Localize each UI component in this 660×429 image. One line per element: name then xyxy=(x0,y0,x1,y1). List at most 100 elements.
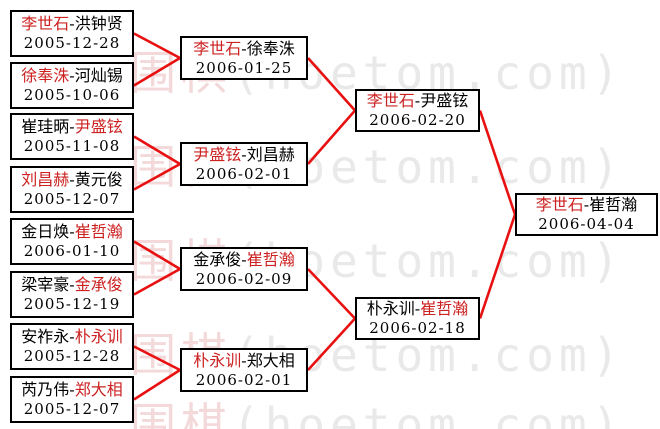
bracket-connector-line xyxy=(307,268,356,320)
player-name-winner: 朴永训 xyxy=(74,327,123,346)
match-date: 2005-12-19 xyxy=(23,295,121,313)
player-name-winner: 朴永训 xyxy=(193,350,242,370)
bracket-connector-line xyxy=(478,110,517,215)
match-players: 李世石-徐奉洙 xyxy=(193,39,294,59)
player-name: 崔珪昞 xyxy=(21,117,70,136)
separator-dash: - xyxy=(414,91,421,110)
player-name: 徐奉洙 xyxy=(246,38,295,58)
bracket-connector-line xyxy=(133,135,181,166)
match-players: 崔珪昞-尹盛铉 xyxy=(21,117,122,137)
watermark-latin-text: (hoetom.com) xyxy=(232,398,625,429)
match-date: 2006-02-20 xyxy=(369,111,466,129)
match-players: 朴永训-崔哲瀚 xyxy=(367,299,468,319)
player-name-winner: 尹盛铉 xyxy=(193,144,242,164)
match-date: 2006-01-10 xyxy=(23,242,121,260)
player-name-winner: 徐奉洙 xyxy=(21,66,70,85)
player-name: 崔哲瀚 xyxy=(589,195,638,214)
player-name: 郑大相 xyxy=(246,350,295,370)
player-name-winner: 金承俊 xyxy=(74,275,123,294)
player-name: 洪钟贤 xyxy=(74,14,123,33)
match-date: 2005-12-07 xyxy=(23,190,121,208)
player-name-winner: 崔哲瀚 xyxy=(74,222,123,241)
match-players: 刘昌赫-黄元俊 xyxy=(21,170,122,190)
player-name-winner: 刘昌赫 xyxy=(21,170,70,189)
bracket-connector-line xyxy=(133,56,181,87)
match-date: 2006-02-01 xyxy=(195,370,293,389)
match-players: 芮乃伟-郑大相 xyxy=(21,380,122,400)
bracket-connector-line xyxy=(133,267,181,296)
match-players: 朴永训-郑大相 xyxy=(193,351,294,371)
match-players: 安祚永-朴永训 xyxy=(21,327,122,347)
player-name: 朴永训 xyxy=(366,299,415,318)
player-name-winner: 崔哲瀚 xyxy=(246,249,295,269)
bracket-connector-line xyxy=(307,57,356,112)
separator-dash: - xyxy=(69,170,75,189)
match-date: 2005-10-06 xyxy=(23,86,121,104)
match-players: 李世石-尹盛铉 xyxy=(367,91,468,111)
match-date: 2006-02-09 xyxy=(195,269,293,288)
player-name-winner: 郑大相 xyxy=(74,380,123,399)
separator-dash: - xyxy=(583,195,590,214)
player-name-winner: 崔哲瀚 xyxy=(420,299,469,318)
bracket-connector-line xyxy=(133,32,181,60)
bracket-connector-line xyxy=(478,214,517,319)
separator-dash: - xyxy=(69,380,75,399)
match-date: 2006-01-25 xyxy=(195,58,293,77)
separator-dash: - xyxy=(414,299,421,318)
separator-dash: - xyxy=(241,249,247,269)
match-players: 李世石-洪钟贤 xyxy=(21,14,122,34)
separator-dash: - xyxy=(69,327,75,346)
player-name: 安祚永 xyxy=(21,327,70,346)
separator-dash: - xyxy=(241,38,247,58)
player-name: 金承俊 xyxy=(193,249,242,269)
player-name-winner: 李世石 xyxy=(535,195,584,214)
player-name: 金日焕 xyxy=(21,222,70,241)
match-date: 2005-12-28 xyxy=(23,347,121,365)
match-date: 2006-04-04 xyxy=(538,215,635,233)
bracket-connector-line xyxy=(133,345,181,372)
match-players: 尹盛铉-刘昌赫 xyxy=(193,145,294,165)
bracket-connector-line xyxy=(133,240,181,271)
player-name-winner: 李世石 xyxy=(366,91,415,110)
player-name: 河灿锡 xyxy=(74,66,123,85)
player-name: 刘昌赫 xyxy=(246,144,295,164)
separator-dash: - xyxy=(241,350,247,370)
watermark-row: 围棋(hoetom.com) xyxy=(130,402,624,429)
bracket-connector-line xyxy=(307,109,356,165)
player-name-winner: 李世石 xyxy=(193,38,242,58)
match-date: 2005-12-07 xyxy=(23,400,121,418)
match-players: 徐奉洙-河灿锡 xyxy=(21,66,122,86)
bracket-connector-line xyxy=(133,368,181,401)
match-players: 李世石-崔哲瀚 xyxy=(536,195,637,215)
match-date: 2005-11-08 xyxy=(23,137,121,155)
bracket-connector-line xyxy=(133,162,181,191)
player-name: 芮乃伟 xyxy=(21,380,70,399)
match-players: 梁宰豪-金承俊 xyxy=(21,275,122,295)
player-name: 黄元俊 xyxy=(74,170,123,189)
match-date: 2006-02-18 xyxy=(369,319,466,337)
match-date: 2005-12-28 xyxy=(23,34,121,52)
bracket-connector-line xyxy=(307,317,356,371)
separator-dash: - xyxy=(69,66,75,85)
separator-dash: - xyxy=(69,222,75,241)
match-date: 2006-02-01 xyxy=(195,164,293,183)
player-name-winner: 尹盛铉 xyxy=(74,117,123,136)
separator-dash: - xyxy=(241,144,247,164)
